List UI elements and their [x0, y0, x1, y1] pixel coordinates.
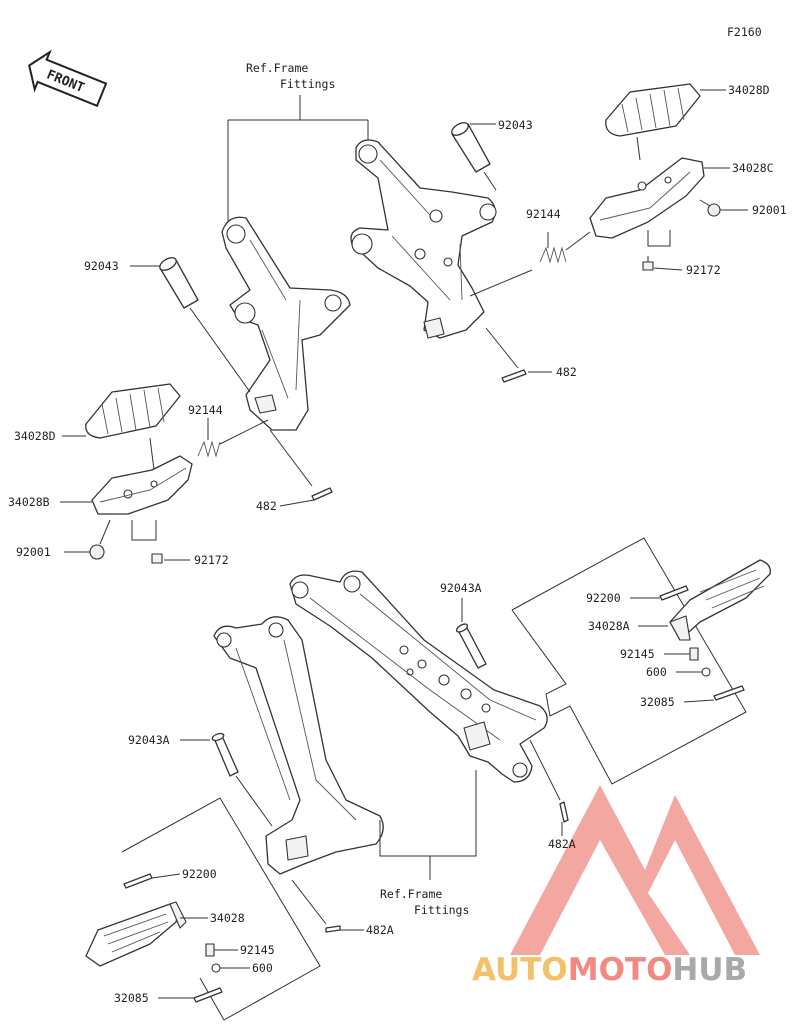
label-92172-left: 92172 [194, 553, 229, 567]
label-92043A-left: 92043A [128, 733, 170, 747]
label-32085-right: 32085 [640, 695, 675, 709]
svg-text:Ref.Frame: Ref.Frame [380, 887, 442, 901]
plate-32085-left [158, 987, 223, 1003]
label-92001-left: 92001 [16, 545, 51, 559]
footpeg-34028C [589, 157, 705, 239]
plate-32085-right [683, 685, 745, 703]
label-34028A: 34028A [588, 619, 630, 633]
footpeg-34028A [669, 559, 771, 641]
right-footpeg-bracket [350, 139, 497, 339]
spring-92145-left [205, 943, 238, 957]
footpeg-rubber-34028D-right [605, 83, 701, 137]
footpeg-rubber-34028D-left [85, 383, 181, 439]
label-92145-right: 92145 [620, 647, 655, 661]
spring-92145-right [664, 647, 699, 661]
label-92144-left: 92144 [188, 403, 223, 417]
bolt-92001-right [699, 199, 748, 217]
pin-92043A-right [455, 598, 487, 669]
label-92144-right: 92144 [526, 207, 561, 221]
label-92200-right: 92200 [586, 591, 621, 605]
washer-92200-right [630, 585, 689, 601]
pin-92043-right [451, 122, 497, 191]
footpeg-34028B [91, 455, 193, 515]
label-92043-left: 92043 [84, 259, 119, 273]
label-600-left: 600 [252, 961, 273, 975]
ref-frame-label-bottom: Ref.Frame Fittings [380, 887, 469, 917]
svg-text:Ref.Frame: Ref.Frame [246, 61, 308, 75]
footpeg-34028 [85, 901, 187, 967]
ball-600-right [676, 667, 711, 677]
ref-frame-label-top: Ref.Frame Fittings [246, 61, 335, 91]
svg-text:Fittings: Fittings [280, 77, 335, 91]
ball-600-left [211, 963, 250, 973]
pin-92043A-left [180, 732, 273, 827]
label-34028C: 34028C [732, 161, 774, 175]
screw-92172-right [642, 256, 683, 271]
label-482-right: 482 [556, 365, 577, 379]
label-92001-right: 92001 [752, 203, 787, 217]
left-footpeg-bracket [221, 216, 351, 431]
svg-text:Fittings: Fittings [414, 903, 469, 917]
label-92043-right: 92043 [498, 118, 533, 132]
label-34028D-right: 34028D [728, 83, 770, 97]
spring-92144-left [197, 418, 269, 458]
label-34028: 34028 [210, 911, 245, 925]
label-92043A-right: 92043A [440, 581, 482, 595]
label-92145-left: 92145 [240, 943, 275, 957]
label-92172-right: 92172 [686, 263, 721, 277]
bolt-92001-left [64, 519, 111, 560]
label-600-right: 600 [646, 665, 667, 679]
screw-92172-left [151, 553, 190, 564]
label-32085-left: 32085 [114, 991, 149, 1005]
spring-92144-right [539, 231, 591, 264]
front-arrow-icon: FRONT [28, 49, 108, 108]
label-482A-right: 482A [548, 837, 576, 851]
watermark-text: AUTOMOTOHUB [472, 952, 747, 988]
watermark-triangle-mark [510, 785, 760, 955]
label-34028D-left: 34028D [14, 429, 56, 443]
rear-footpeg-bracket-right [289, 570, 548, 783]
label-482-left: 482 [256, 499, 277, 513]
watermark-moto: MOTO [568, 952, 673, 988]
label-92200-left: 92200 [182, 867, 217, 881]
label-34028B: 34028B [8, 495, 50, 509]
watermark-logo [510, 785, 760, 955]
diagram-code: F2160 [727, 25, 762, 39]
watermark-auto: AUTO [472, 952, 568, 988]
rear-footpeg-bracket-left [213, 616, 384, 875]
washer-92200-left [123, 873, 181, 889]
watermark-hub: HUB [672, 952, 747, 988]
pin-92043-left [130, 257, 251, 393]
label-482A-left: 482A [366, 923, 394, 937]
